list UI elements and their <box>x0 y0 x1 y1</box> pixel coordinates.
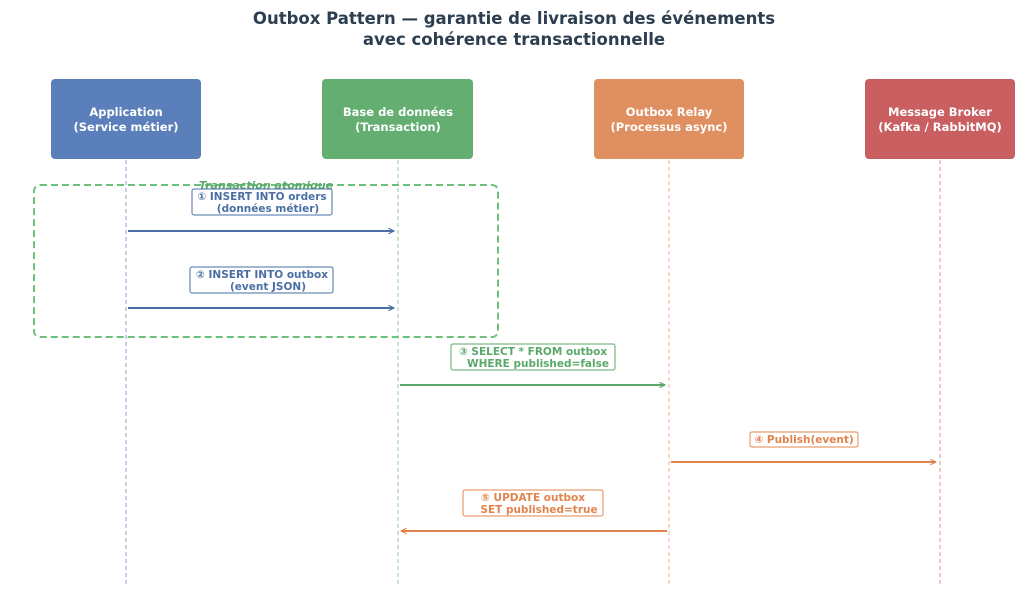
actor-name: Base de données <box>343 105 453 119</box>
message-label-line-1: ④ Publish(event) <box>754 434 853 446</box>
actor-outbox-relay: Outbox Relay (Processus async) <box>594 79 744 159</box>
actor-name: Application <box>89 105 162 119</box>
actor-message-broker: Message Broker (Kafka / RabbitMQ) <box>865 79 1015 159</box>
message-5: ⑤ UPDATE outbox SET published=true <box>401 489 667 531</box>
actor-box-outbox-relay <box>594 79 744 159</box>
actor-name: Message Broker <box>888 105 992 119</box>
message-label-line-1: ① INSERT INTO orders <box>197 191 326 203</box>
transaction-frame <box>33 184 499 338</box>
actor-database: Base de données (Transaction) <box>322 79 473 159</box>
message-3: ③ SELECT * FROM outbox WHERE published=f… <box>400 343 665 385</box>
actor-box-database <box>322 79 473 159</box>
actor-box-message-broker <box>865 79 1015 159</box>
title-line-1: Outbox Pattern — garantie de livraison d… <box>253 9 775 28</box>
actor-subtitle: (Transaction) <box>355 120 441 134</box>
lifelines <box>125 160 941 584</box>
title-line-2: avec cohérence transactionnelle <box>363 30 665 49</box>
diagram-title: Outbox Pattern — garantie de livraison d… <box>253 9 775 49</box>
actor-subtitle: (Service métier) <box>73 120 178 134</box>
message-label-line-2: WHERE published=false <box>467 358 609 370</box>
message-label-line-2: (données métier) <box>217 203 319 215</box>
message-1: ① INSERT INTO orders (données métier) <box>128 188 394 231</box>
actor-subtitle: (Processus async) <box>611 120 728 134</box>
actor-application: Application (Service métier) <box>51 79 201 159</box>
message-label-box <box>450 343 616 371</box>
message-label-box <box>749 431 859 448</box>
message-4: ④ Publish(event) <box>671 431 936 462</box>
message-label-box <box>191 188 333 216</box>
actor-subtitle: (Kafka / RabbitMQ) <box>878 120 1002 134</box>
message-label-line-2: SET published=true <box>480 504 597 516</box>
message-label-line-2: (event JSON) <box>230 281 306 293</box>
message-2: ② INSERT INTO outbox (event JSON) <box>128 266 394 308</box>
message-label-line-1: ② INSERT INTO outbox <box>196 269 328 281</box>
actor-name: Outbox Relay <box>626 105 713 119</box>
message-label-box <box>462 489 604 517</box>
message-label-line-1: ⑤ UPDATE outbox <box>481 492 585 504</box>
message-label-box <box>189 266 334 294</box>
message-label-line-1: ③ SELECT * FROM outbox <box>459 346 608 358</box>
actor-box-application <box>51 79 201 159</box>
